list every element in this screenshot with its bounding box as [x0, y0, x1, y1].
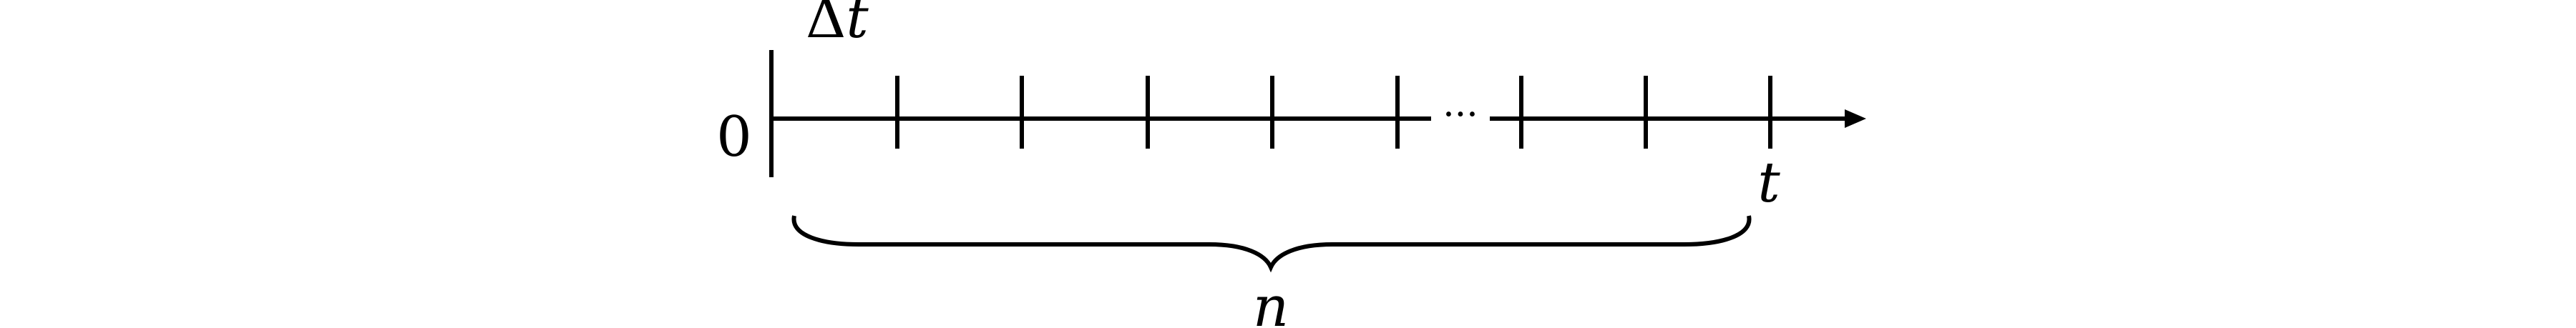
origin-label: 0 — [716, 105, 752, 169]
delta-t-label: Δt — [806, 0, 869, 51]
delta-variable: t — [846, 0, 869, 51]
count-label: n — [1253, 275, 1289, 328]
delta-symbol: Δ — [806, 0, 846, 51]
underbrace — [791, 215, 1752, 273]
axis-arrowhead — [1845, 109, 1866, 128]
end-time-label: t — [1757, 151, 1780, 215]
axis-ellipsis: ··· — [1443, 94, 1478, 136]
